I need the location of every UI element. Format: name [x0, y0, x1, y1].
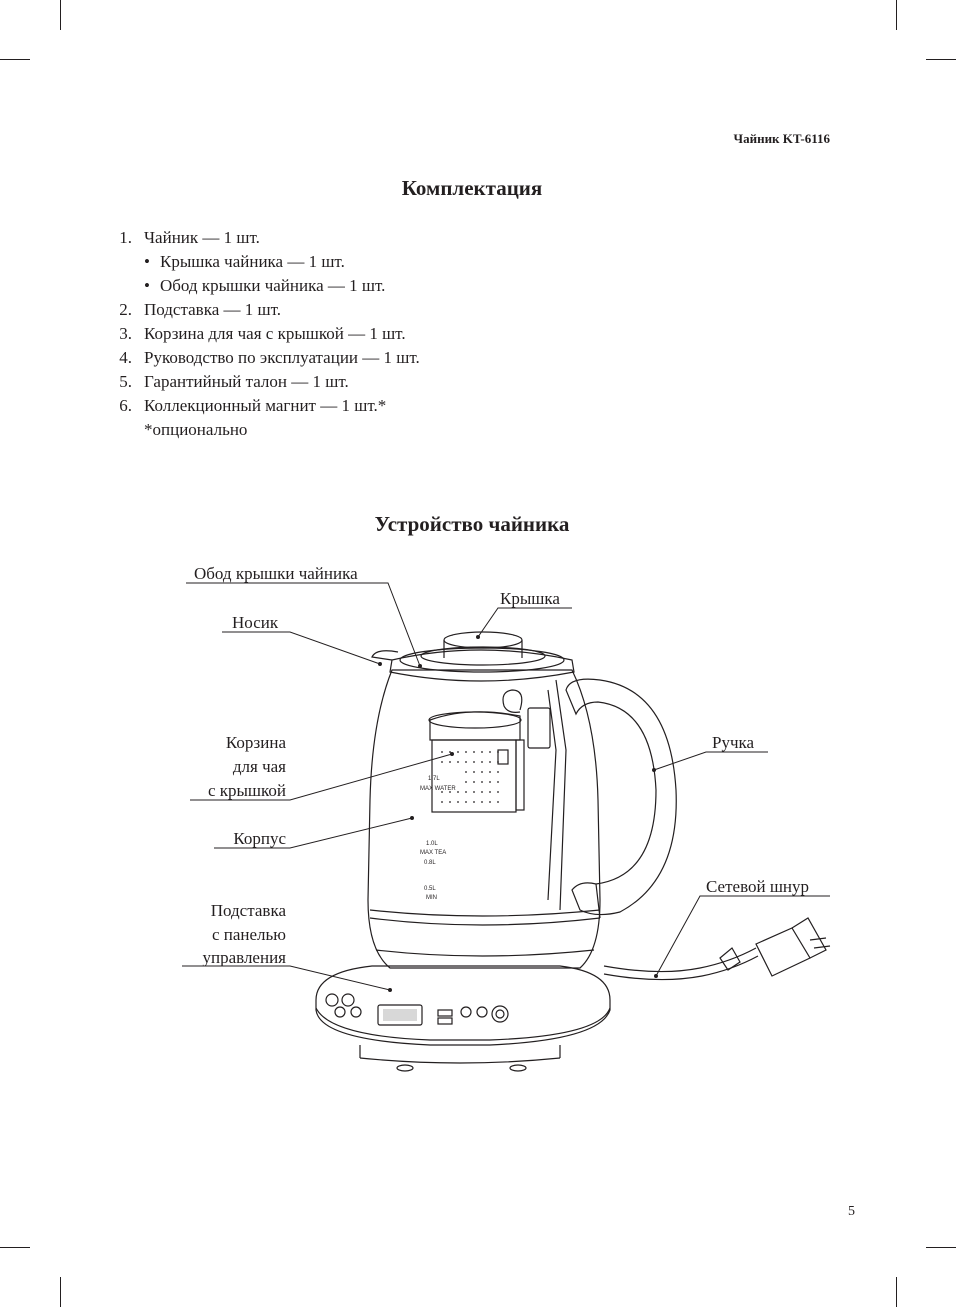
mark-1-7l: 1.7L — [428, 776, 440, 782]
item-number: 5. — [119, 372, 132, 391]
tea-basket — [428, 711, 525, 813]
bullet: • — [144, 252, 150, 271]
crop-mark — [0, 1247, 30, 1248]
label-base-line2: с панелью — [212, 925, 286, 944]
mark-max-water: MAX WATER — [420, 786, 456, 792]
label-body: Корпус — [233, 829, 286, 848]
section-title-contents: Комплектация — [401, 176, 543, 200]
label-handle: Ручка — [712, 733, 755, 752]
crop-mark — [926, 1247, 956, 1248]
item-text: Коллекционный магнит — 1 шт.* — [144, 396, 387, 415]
label-lid: Крышка — [500, 589, 560, 608]
label-cord: Сетевой шнур — [706, 877, 809, 896]
footnote-text: *опционально — [144, 420, 248, 439]
mark-1-0l: 1.0L — [426, 841, 438, 847]
item-number: 3. — [119, 324, 132, 343]
item-text: Руководство по эксплуатации — 1 шт. — [144, 348, 420, 367]
crop-mark — [926, 59, 956, 60]
crop-mark — [60, 0, 61, 30]
item-text: Гарантийный талон — 1 шт. — [144, 372, 349, 391]
label-basket-line3: с крышкой — [208, 781, 286, 800]
label-base-line3: управления — [203, 948, 287, 967]
item-text: Обод крышки чайника — 1 шт. — [160, 276, 386, 295]
callout-lines — [182, 582, 830, 992]
label-lid-rim: Обод крышки чайника — [194, 564, 358, 583]
label-basket-line2: для чая — [233, 757, 286, 776]
crop-mark — [60, 1277, 61, 1307]
item-number: 1. — [119, 228, 132, 247]
label-spout: Носик — [232, 613, 279, 632]
item-text: Подставка — 1 шт. — [144, 300, 281, 319]
crop-mark — [0, 59, 30, 60]
mark-0-8l: 0.8L — [424, 860, 436, 866]
label-base-line1: Подставка — [211, 901, 287, 920]
item-text: Корзина для чая с крышкой — 1 шт. — [144, 324, 406, 343]
page-number: 5 — [848, 1204, 855, 1219]
page-header-model: Чайник KT-6116 — [733, 131, 830, 146]
section-title-structure: Устройство чайника — [374, 512, 570, 536]
kettle-illustration: 1.7L MAX WATER 1.0L MAX TEA 0.8L 0.5L MI… — [315, 631, 831, 1072]
crop-mark — [896, 0, 897, 30]
mark-0-5l: 0.5L — [424, 886, 436, 892]
mark-max-tea: MAX TEA — [420, 850, 446, 856]
item-number: 2. — [119, 300, 132, 319]
bullet: • — [144, 276, 150, 295]
item-text: Чайник — 1 шт. — [144, 228, 260, 247]
crop-mark — [896, 1277, 897, 1307]
label-basket-line1: Корзина — [226, 733, 287, 752]
callout-labels: Обод крышки чайника Крышка Носик Корзина… — [194, 564, 809, 967]
item-number: 4. — [119, 348, 132, 367]
mark-min: MIN — [426, 895, 437, 901]
control-panel — [325, 993, 509, 1026]
item-text: Крышка чайника — 1 шт. — [160, 252, 345, 271]
item-number: 6. — [119, 396, 132, 415]
